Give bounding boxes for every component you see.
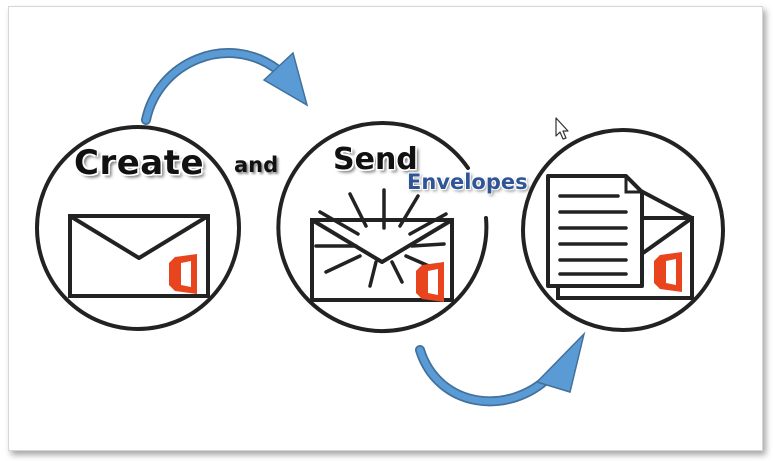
top-curved-arrow-icon — [141, 48, 309, 125]
send-step — [276, 121, 489, 333]
send-label: Send — [333, 142, 418, 177]
mouse-cursor-icon — [555, 117, 569, 140]
burst-icon — [314, 188, 448, 288]
create-step — [35, 125, 241, 331]
create-label: Create — [74, 143, 205, 183]
bottom-curved-arrow-icon — [415, 331, 586, 407]
document-icon — [546, 174, 644, 288]
send-circle — [276, 121, 489, 333]
office-logo-icon — [654, 252, 682, 292]
envelopes-label: Envelopes — [407, 170, 528, 194]
and-label: and — [234, 153, 279, 177]
office-logo-icon — [169, 254, 197, 294]
office-logo-icon — [416, 262, 444, 302]
envelopes-step — [521, 128, 725, 332]
